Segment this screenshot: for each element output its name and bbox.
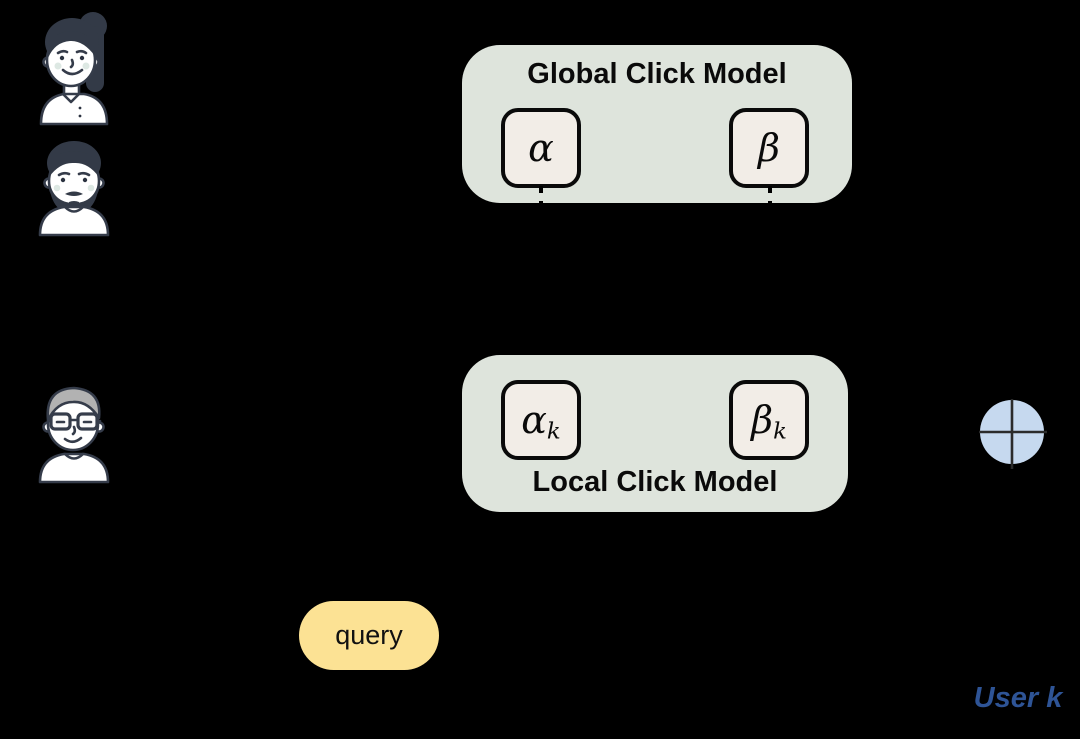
local-param-alpha-k-box: αk <box>501 380 581 460</box>
woman-user-avatar-icon <box>36 8 114 126</box>
glasses-man-avatar-art <box>38 386 110 484</box>
local-click-model-box: αk βk Local Click Model <box>462 355 848 512</box>
local-param-beta-k-box: βk <box>729 380 809 460</box>
local-click-model-title: Local Click Model <box>532 466 778 498</box>
query-label: query <box>335 620 403 650</box>
global-param-beta-box: β <box>729 108 809 188</box>
bearded-man-user-avatar-icon <box>36 133 112 237</box>
woman-avatar-art <box>39 12 109 126</box>
user-k-label: User k <box>973 682 1063 714</box>
circled-plus-art <box>979 399 1047 469</box>
global-click-model-box: Global Click Model α β <box>462 45 852 203</box>
beta-download-connector <box>761 186 779 381</box>
alpha-download-connector <box>532 186 550 381</box>
global-param-alpha-symbol: α <box>528 126 554 170</box>
global-param-alpha-box: α <box>501 108 581 188</box>
glasses-man-user-avatar-icon <box>35 377 113 484</box>
query-pill: query <box>299 601 439 670</box>
circled-plus-icon <box>977 397 1049 471</box>
global-param-beta-symbol: β <box>758 126 780 170</box>
local-param-alpha-k-symbol: αk <box>521 398 561 445</box>
local-param-beta-k-symbol: βk <box>751 398 787 445</box>
global-click-model-title: Global Click Model <box>527 58 787 90</box>
bearded-man-avatar-art <box>38 141 110 237</box>
